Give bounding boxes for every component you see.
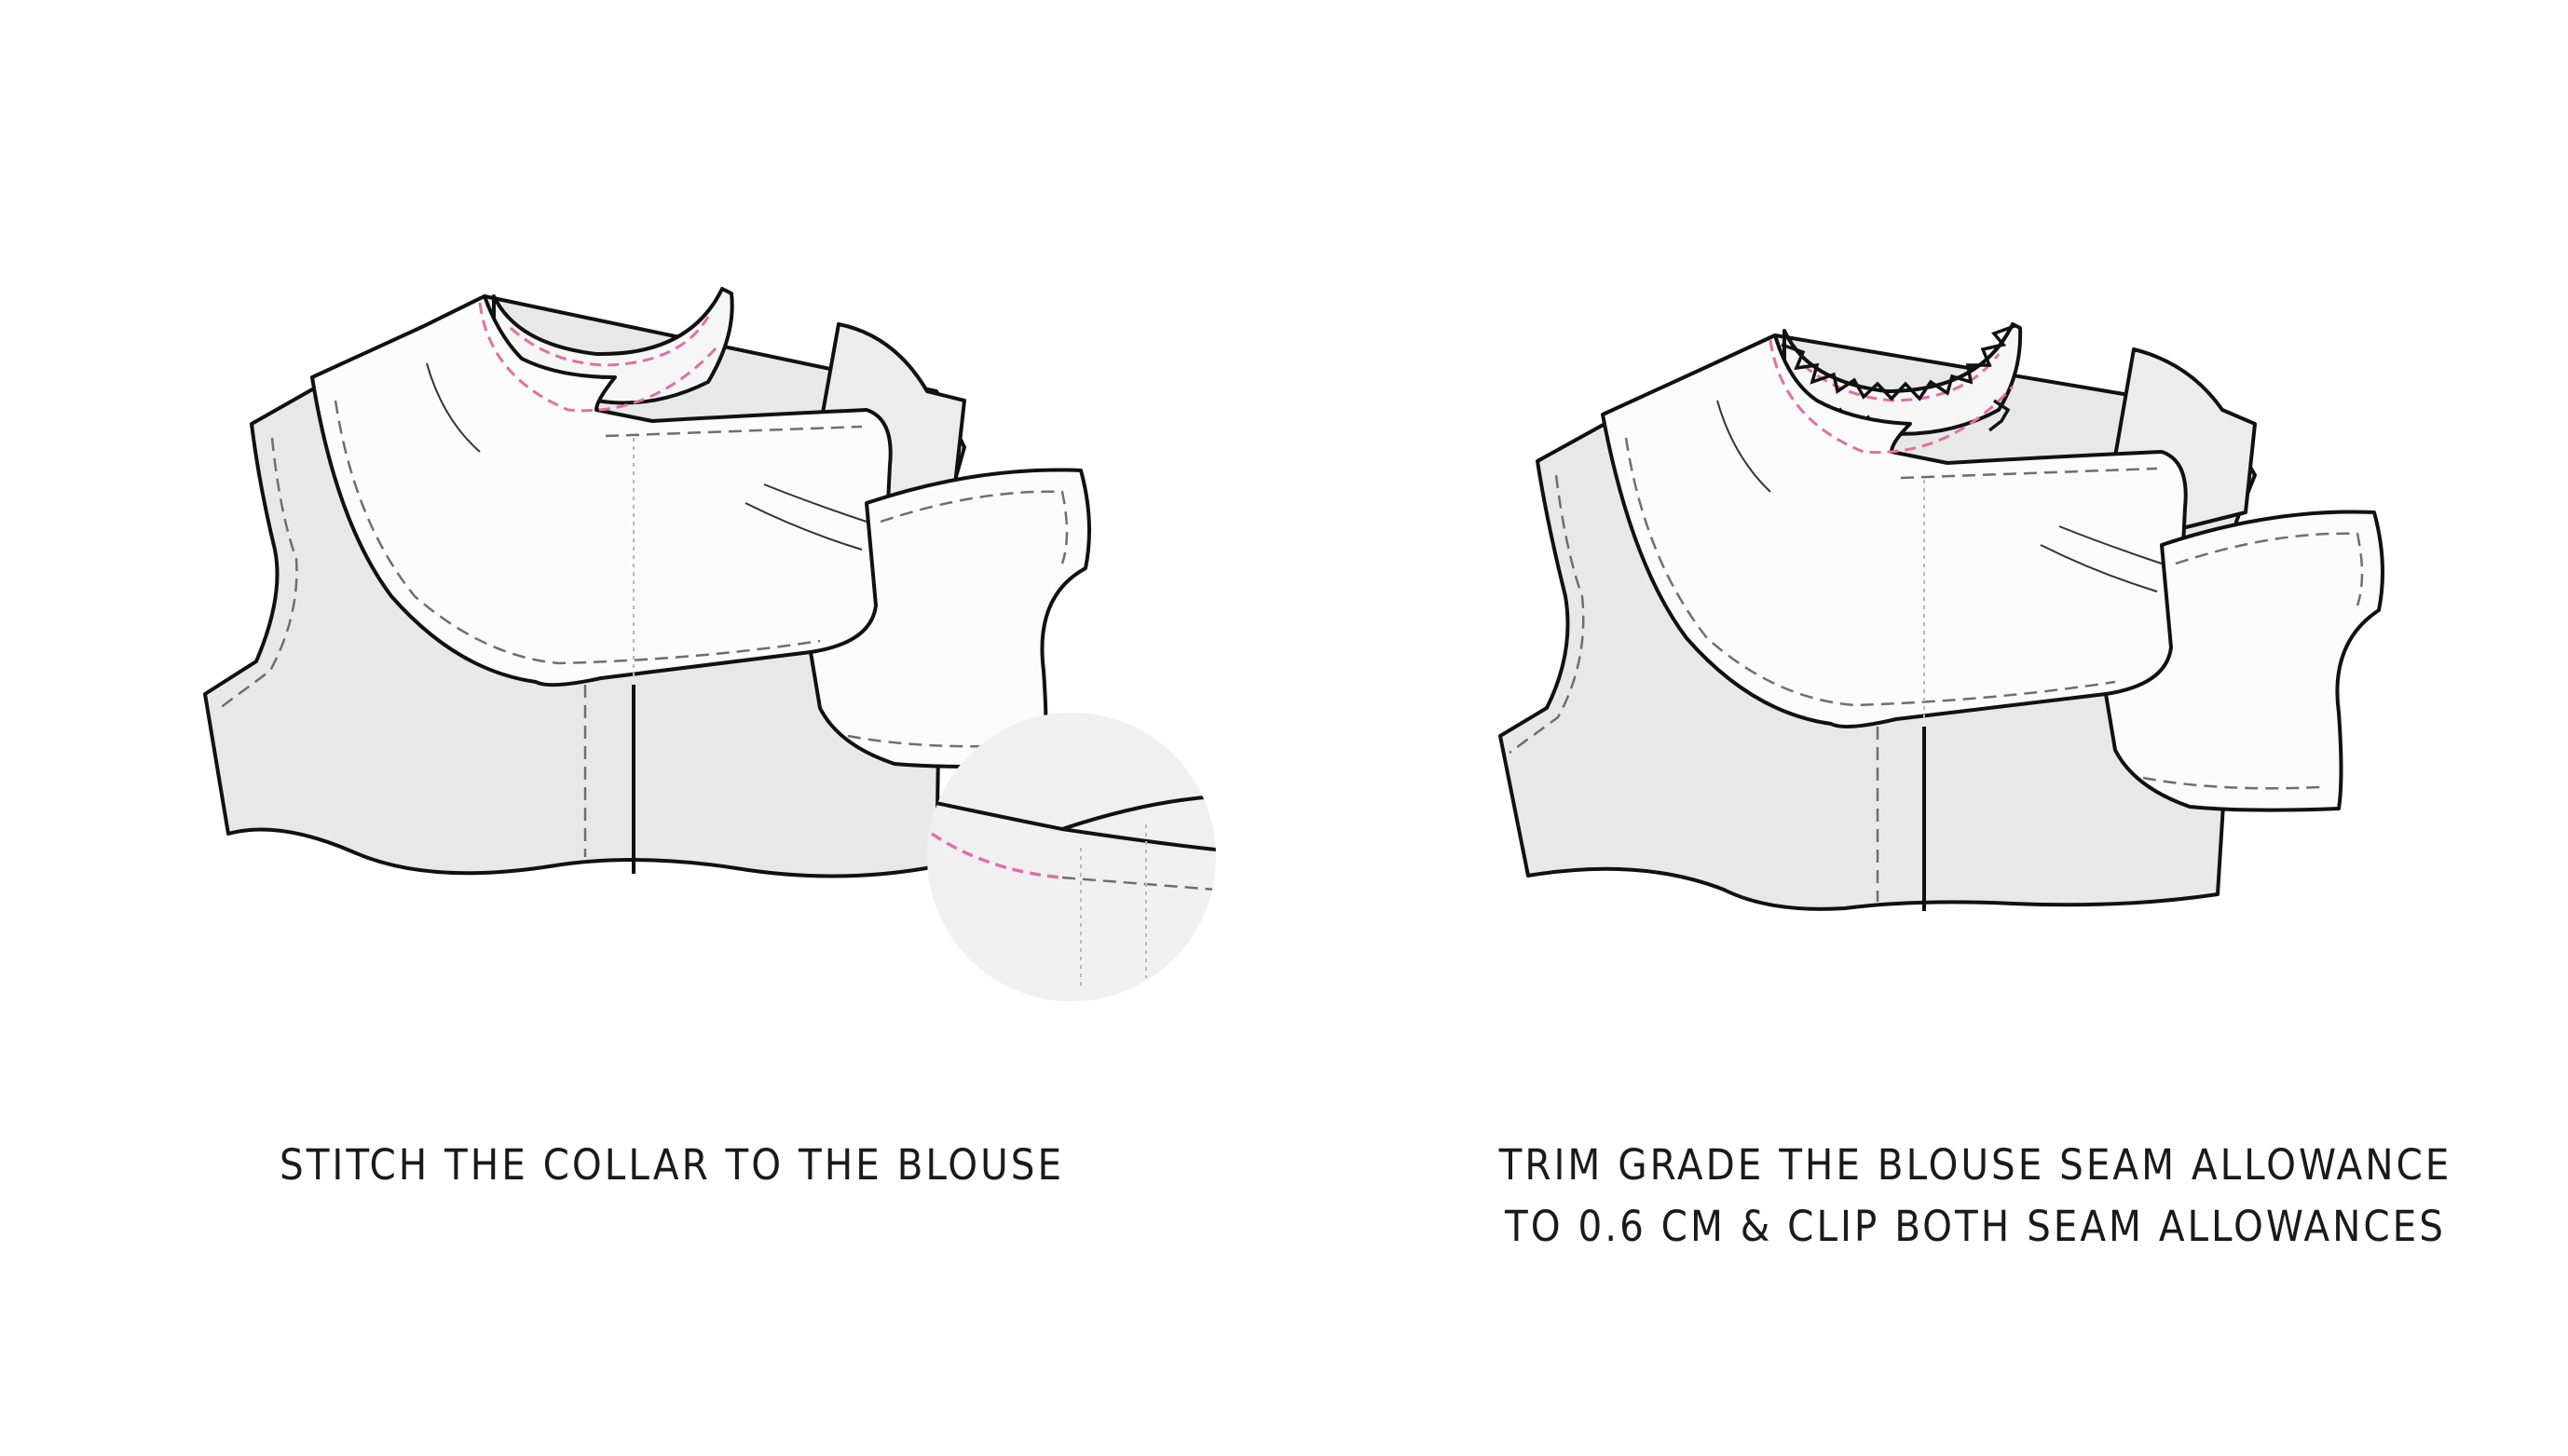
step-1-caption-line: STITCH THE COLLAR TO THE BLOUSE bbox=[280, 1140, 1065, 1190]
collar-stitch-line bbox=[1624, 437, 2116, 707]
facing-stitch-line bbox=[2175, 532, 2364, 606]
neckline-pink-stitch bbox=[1802, 353, 2001, 402]
step-2-caption-line-1: TRIM GRADE THE BLOUSE SEAM ALLOWANCE bbox=[1498, 1140, 2452, 1190]
collar-fold bbox=[763, 483, 867, 523]
facing-stitch-line bbox=[880, 490, 1069, 565]
collar-stitch-line bbox=[334, 400, 821, 665]
step-2-caption-line-2: TO 0.6 CM & CLIP BOTH SEAM ALLOWANCES bbox=[1505, 1202, 2446, 1251]
collar-fold bbox=[2058, 525, 2163, 565]
seam-allowance-clips bbox=[1781, 324, 2015, 401]
step-1-illustration bbox=[203, 287, 1216, 1001]
front-facing-flap bbox=[809, 468, 1091, 769]
collar-pink-stitch bbox=[478, 302, 719, 413]
collar-fold bbox=[426, 362, 481, 453]
step-2-caption: TRIM GRADE THE BLOUSE SEAM ALLOWANCE TO … bbox=[1482, 1135, 2469, 1258]
step-1-caption: STITCH THE COLLAR TO THE BLOUSE bbox=[280, 1135, 1065, 1196]
step-2-illustration bbox=[1498, 322, 2384, 911]
collar-fold bbox=[2040, 544, 2158, 592]
armhole-stitch-line bbox=[219, 437, 298, 710]
collar-fold bbox=[744, 502, 863, 551]
collar-pink-stitch bbox=[1769, 339, 2015, 455]
front-facing-flap bbox=[2104, 510, 2384, 812]
collar-top-stitch bbox=[1900, 467, 2158, 480]
detail-magnifier bbox=[927, 713, 1216, 1001]
collar-fold bbox=[1716, 400, 1771, 493]
facing-hem-stitch bbox=[2142, 776, 2321, 790]
armhole-stitch-line bbox=[1509, 474, 1585, 755]
collar-top-stitch bbox=[605, 425, 863, 438]
